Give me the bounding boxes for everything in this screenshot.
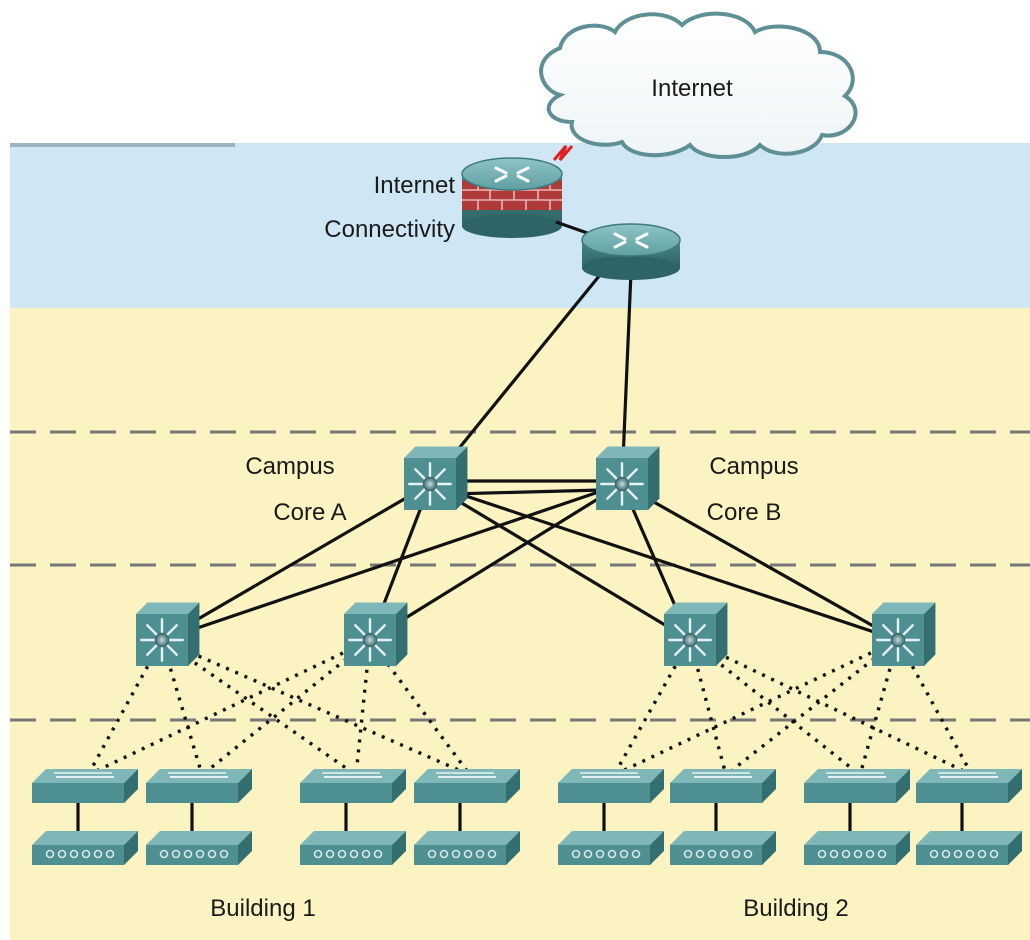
dotted-dist-2-access-1 xyxy=(87,638,371,777)
access-switch-2-workgroup-switch-icon xyxy=(146,769,252,803)
dotted-dist-4-access-2 xyxy=(724,638,900,777)
internet-cloud-icon xyxy=(539,11,858,159)
edge-band-top-rule xyxy=(10,143,235,147)
link-core-a-dist-4 xyxy=(429,482,899,642)
serial-link-icon xyxy=(552,145,574,161)
hub-2-hub-icon xyxy=(146,831,252,865)
link-core-a-core-b-2 xyxy=(449,488,603,496)
hub-5-hub-icon xyxy=(558,831,664,865)
access-switch-8-workgroup-switch-icon xyxy=(916,769,1022,803)
internet-connectivity-label-line1: Internet xyxy=(374,172,456,199)
hubs xyxy=(32,831,1022,865)
distribution-switches xyxy=(136,602,936,666)
building-2-label: Building 2 xyxy=(743,895,848,922)
hub-4-hub-icon xyxy=(414,831,520,865)
top-white-area xyxy=(0,0,1030,145)
distribution-switch-1-multilayer-switch-icon xyxy=(136,602,200,666)
hub-3-hub-icon xyxy=(300,831,406,865)
core-a-multilayer-switch-icon xyxy=(404,446,468,510)
link-core-a-dist-3 xyxy=(429,482,691,642)
core-b-multilayer-switch-icon xyxy=(596,446,660,510)
hub-8-hub-icon xyxy=(916,831,1022,865)
layer-separators xyxy=(10,430,1030,722)
core-a-label-line2: Core A xyxy=(273,499,346,526)
core-b-label-line1: Campus xyxy=(709,453,798,480)
link-core-b-dist-4 xyxy=(621,482,899,642)
link-core-b-dist-2 xyxy=(369,482,623,642)
core-b-label-line2: Core B xyxy=(707,499,782,526)
dotted-dist-4-access-3 xyxy=(858,639,900,776)
firewall-router-icon xyxy=(461,157,563,238)
access-switch-4-workgroup-switch-icon xyxy=(414,769,520,803)
access-stack-links xyxy=(76,803,964,833)
dotted-dist-3-access-3 xyxy=(688,638,862,777)
link-core-b-dist-1 xyxy=(161,482,623,642)
internet-connectivity-label-line2: Connectivity xyxy=(324,216,455,243)
distribution-switch-4-multilayer-switch-icon xyxy=(872,602,936,666)
access-switch-6-workgroup-switch-icon xyxy=(670,769,776,803)
access-switch-7-workgroup-switch-icon xyxy=(804,769,910,803)
internet-label: Internet xyxy=(651,75,733,102)
distribution-switch-2-multilayer-switch-icon xyxy=(344,602,408,666)
dotted-dist-4-access-1 xyxy=(613,638,899,777)
core-switches xyxy=(404,446,660,510)
dotted-dist-2-access-4 xyxy=(368,638,472,777)
access-switches xyxy=(32,769,1022,803)
hub-7-hub-icon xyxy=(804,831,910,865)
link-core-a-dist-1 xyxy=(161,482,431,642)
access-switch-3-workgroup-switch-icon xyxy=(300,769,406,803)
dotted-dist-1-access-4 xyxy=(161,638,471,777)
dotted-dist-3-access-4 xyxy=(689,638,973,777)
distribution-switch-3-multilayer-switch-icon xyxy=(664,602,728,666)
hub-1-hub-icon xyxy=(32,831,138,865)
access-switch-1-workgroup-switch-icon xyxy=(32,769,138,803)
building-1-label: Building 1 xyxy=(210,895,315,922)
hub-6-hub-icon xyxy=(670,831,776,865)
router-icon xyxy=(581,223,681,280)
core-a-label-line1: Campus xyxy=(245,453,334,480)
dotted-dist-1-access-2 xyxy=(160,639,204,776)
access-switch-5-workgroup-switch-icon xyxy=(558,769,664,803)
